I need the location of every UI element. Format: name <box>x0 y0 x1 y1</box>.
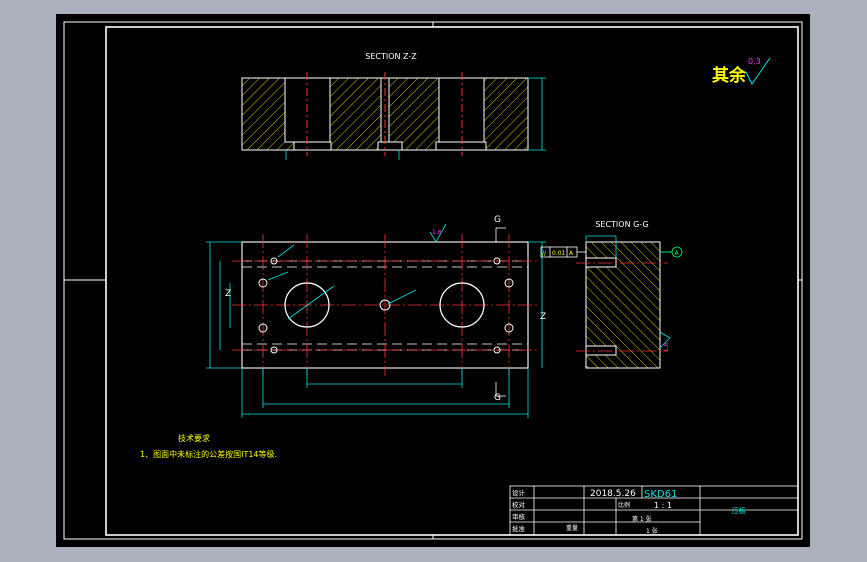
tb-row-review: 审核 <box>512 512 526 521</box>
tb-row-check: 校对 <box>512 500 526 509</box>
notes-line-1: 1、图面中未标注的公差按国IT14等级. <box>140 449 277 459</box>
tolerance-frame <box>540 246 586 258</box>
section-zz-view <box>241 72 546 160</box>
inner-border <box>105 26 799 536</box>
tb-material: SKD61 <box>644 489 677 500</box>
cut-label-g-bottom: G <box>494 393 501 403</box>
cad-drawing: SECTION Z-Z 其余 0.3 <box>63 21 803 540</box>
tb-part-name: 压板 <box>732 506 746 515</box>
tb-scale-label: 比例 <box>618 501 630 509</box>
tb-sheet-count: 1 张 <box>646 527 658 535</box>
front-view <box>232 234 538 376</box>
roughness-top-value: 1.6 <box>432 229 442 236</box>
section-zz-label: SECTION Z-Z <box>365 52 417 61</box>
tb-date: 2018.5.26 <box>590 489 636 499</box>
tb-scale-value: 1 : 1 <box>654 501 672 510</box>
datum-a-label: A <box>675 250 680 257</box>
roughness-symbol-icon <box>745 57 771 85</box>
tolerance-symbol: // <box>542 250 547 257</box>
cut-label-z-right: Z <box>540 312 546 322</box>
roughness-side-value: 1.6 <box>663 342 670 352</box>
tb-weight-label: 重量 <box>566 524 578 532</box>
tolerance-value: 0.01 <box>552 250 566 257</box>
roughness-side-icon <box>659 331 671 349</box>
tb-row-design: 设计 <box>512 488 526 497</box>
tolerance-datum: A <box>569 250 574 257</box>
cut-line-g <box>495 227 506 397</box>
datum-a-icon <box>660 246 683 258</box>
cut-label-z-left: Z <box>225 289 231 299</box>
tb-sheet-of: 第 1 张 <box>632 515 652 523</box>
section-gg-view <box>576 235 672 369</box>
roughness-value: 0.3 <box>748 57 761 66</box>
cut-label-g-top: G <box>494 215 501 225</box>
drawing-sheet: SECTION Z-Z 其余 0.3 <box>56 14 810 547</box>
section-gg-label: SECTION G-G <box>595 220 648 229</box>
tb-row-approve: 批准 <box>512 524 526 533</box>
roughness-note: 其余 <box>712 65 747 86</box>
title-block <box>509 485 799 536</box>
roughness-top-icon <box>429 223 447 243</box>
notes-title: 技术要求 <box>178 433 210 443</box>
front-view-dimensions <box>206 241 546 418</box>
